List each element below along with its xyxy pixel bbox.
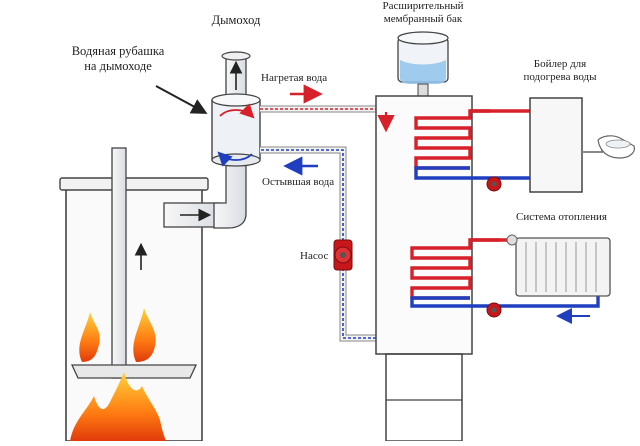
pump-icon bbox=[486, 302, 502, 318]
pump-icon bbox=[486, 176, 502, 192]
cooled-water-label: Остывшая вода bbox=[262, 176, 335, 188]
water-heater bbox=[529, 97, 635, 193]
expansion-tank-label-line1: Расширительный bbox=[382, 0, 464, 12]
expansion-tank bbox=[397, 31, 449, 97]
water-heater-label-line1: Бойлер для bbox=[533, 58, 587, 70]
stove bbox=[59, 147, 221, 442]
water-heater-label: Бойлер для подогрева воды bbox=[516, 58, 604, 84]
flame-icon bbox=[79, 312, 100, 362]
upper-coil bbox=[414, 109, 566, 192]
fire-icon bbox=[70, 372, 166, 441]
expansion-tank-label: Расширительный мембранный бак bbox=[372, 0, 474, 26]
sink-icon bbox=[597, 135, 635, 159]
water-jacket-label: Водяная рубашка на дымоходе bbox=[52, 44, 184, 74]
hot-water-pipe bbox=[260, 84, 388, 113]
water-jacket bbox=[211, 93, 261, 167]
heated-water-label: Нагретая вода bbox=[261, 72, 328, 84]
lower-coil bbox=[410, 238, 600, 324]
water-jacket-label-line2: на дымоходе bbox=[84, 59, 152, 73]
water-heater-label-line2: подогрева воды bbox=[523, 71, 597, 83]
pump-label: Насос bbox=[300, 250, 329, 262]
water-jacket-label-line1: Водяная рубашка bbox=[71, 44, 165, 58]
radiator-icon bbox=[506, 234, 611, 297]
chimney-label: Дымоход bbox=[211, 13, 261, 27]
expansion-tank-label-line2: мембранный бак bbox=[383, 13, 463, 25]
pump-icon bbox=[333, 239, 353, 271]
chimney bbox=[211, 51, 261, 229]
heating-system-label: Система отопления bbox=[516, 211, 607, 223]
flame-icon bbox=[133, 308, 156, 362]
